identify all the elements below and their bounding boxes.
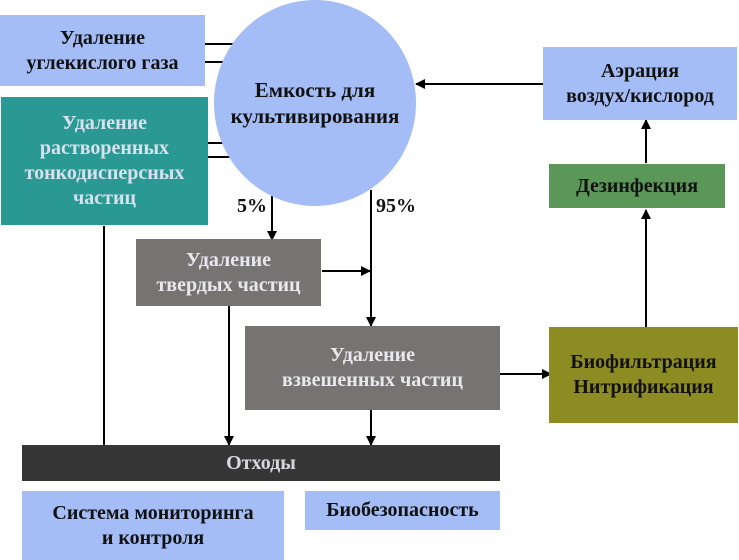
solids-removal-box: Удаление твердых частиц bbox=[136, 239, 321, 306]
label-5-percent: 5% bbox=[237, 195, 267, 217]
label-95-percent: 95% bbox=[376, 195, 416, 217]
culture-vessel: Емкость для культивирования bbox=[214, 0, 416, 206]
monitoring-box: Система мониторинга и контроля bbox=[22, 491, 284, 560]
waste-bar: Отходы bbox=[22, 445, 500, 481]
disinfection-box: Дезинфекция bbox=[549, 164, 725, 208]
aeration-box: Аэрация воздух/кислород bbox=[543, 47, 737, 120]
co2-removal-box: Удаление углекислого газа bbox=[0, 15, 205, 86]
suspended-removal-box: Удаление взвешенных частиц bbox=[245, 326, 500, 410]
biofiltration-box: Биофильтрация Нитрификация bbox=[549, 327, 738, 423]
biosecurity-box: Биобезопасность bbox=[305, 491, 500, 530]
dissolved-removal-box: Удаление растворенных тонкодисперсных ча… bbox=[1, 97, 208, 225]
